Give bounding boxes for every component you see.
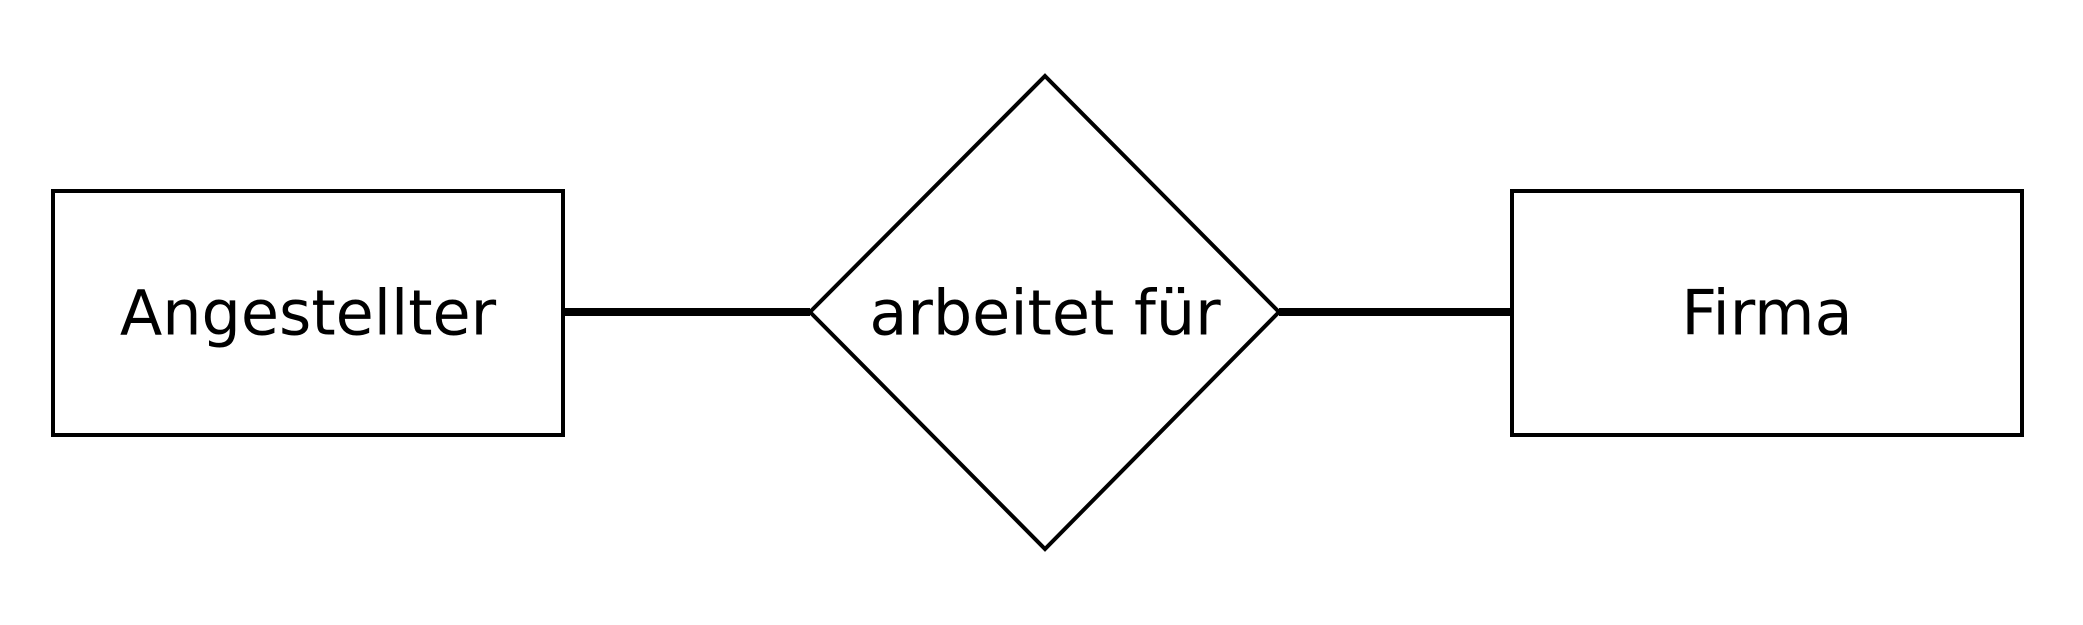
entity-firma: Firma [1510,189,2024,437]
entity-angestellter-box [51,189,565,437]
entity-firma-box [1510,189,2024,437]
entity-angestellter-label: Angestellter [120,277,497,350]
relationship-diamond [807,73,1282,552]
entity-angestellter: Angestellter [51,189,565,437]
entity-firma-label: Firma [1681,277,1852,350]
relationship-label: arbeitet für [869,277,1221,350]
relationship-arbeitet-fuer: arbeitet für [807,73,1282,552]
